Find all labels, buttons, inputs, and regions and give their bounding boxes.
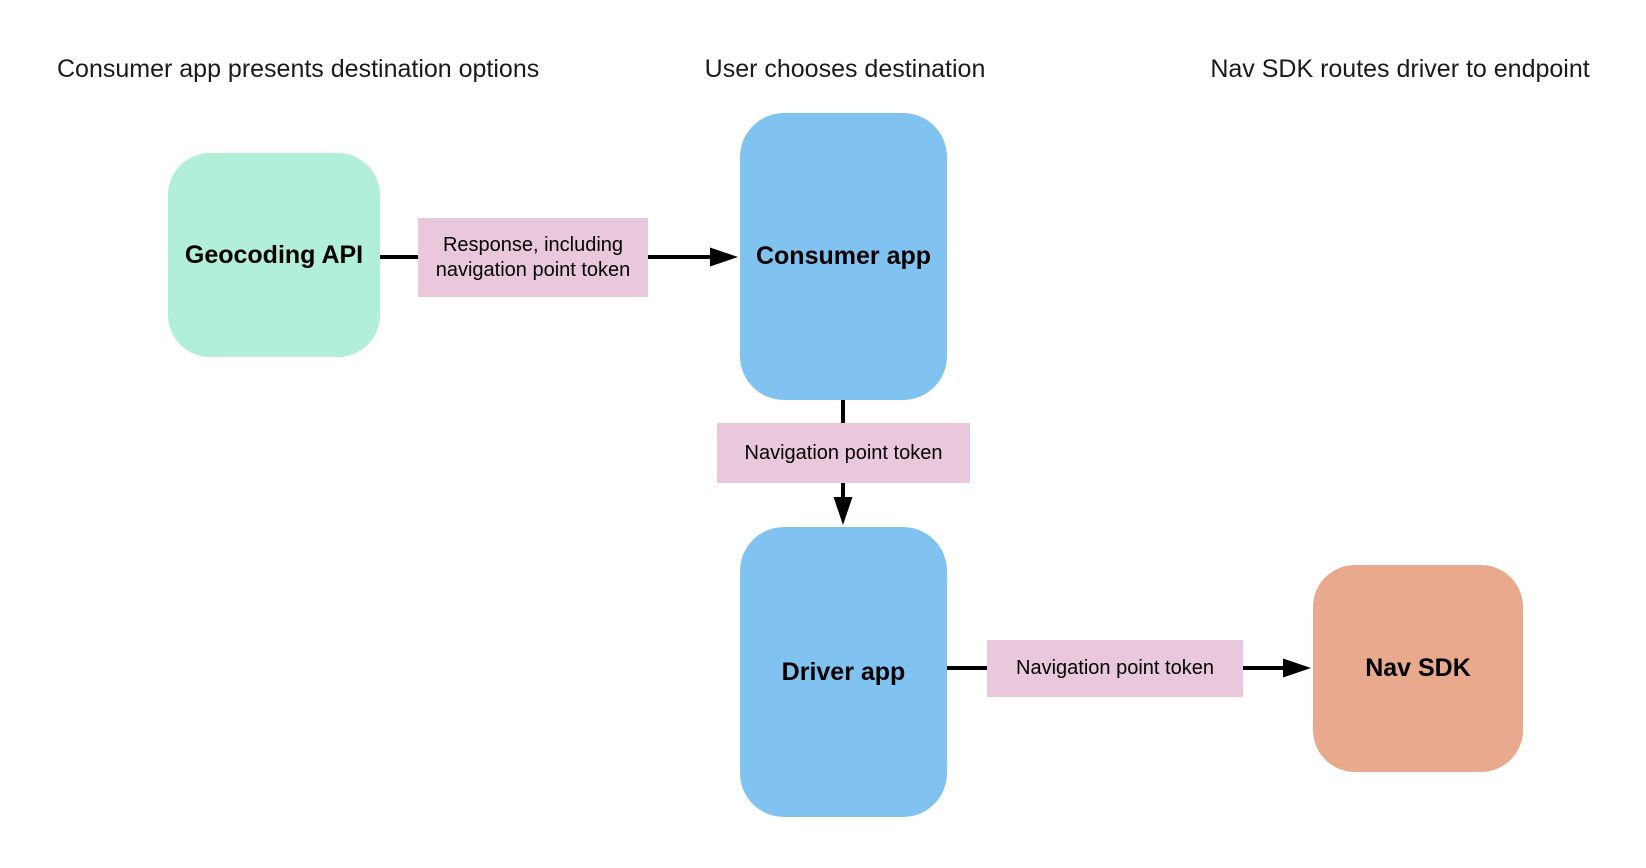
edge-label-response-including-token: Response, including navigation point tok… bbox=[418, 218, 648, 297]
edge-label-navigation-point-token-horizontal: Navigation point token bbox=[987, 640, 1243, 697]
node-driver-app-label: Driver app bbox=[781, 657, 906, 686]
node-consumer-app: Consumer app bbox=[740, 113, 947, 400]
node-geocoding-api: Geocoding API bbox=[168, 153, 380, 357]
column-title-user-chooses: User chooses destination bbox=[704, 55, 986, 83]
column-title-consumer-presents: Consumer app presents destination option… bbox=[57, 55, 540, 83]
node-driver-app: Driver app bbox=[740, 527, 947, 817]
edge-label-navigation-point-token-vertical: Navigation point token bbox=[717, 423, 970, 483]
node-nav-sdk: Nav SDK bbox=[1313, 565, 1523, 772]
node-consumer-app-label: Consumer app bbox=[755, 242, 932, 270]
column-title-nav-sdk-routes: Nav SDK routes driver to endpoint bbox=[1210, 55, 1590, 83]
node-geocoding-api-label: Geocoding API bbox=[184, 240, 364, 269]
node-nav-sdk-label: Nav SDK bbox=[1365, 654, 1471, 682]
